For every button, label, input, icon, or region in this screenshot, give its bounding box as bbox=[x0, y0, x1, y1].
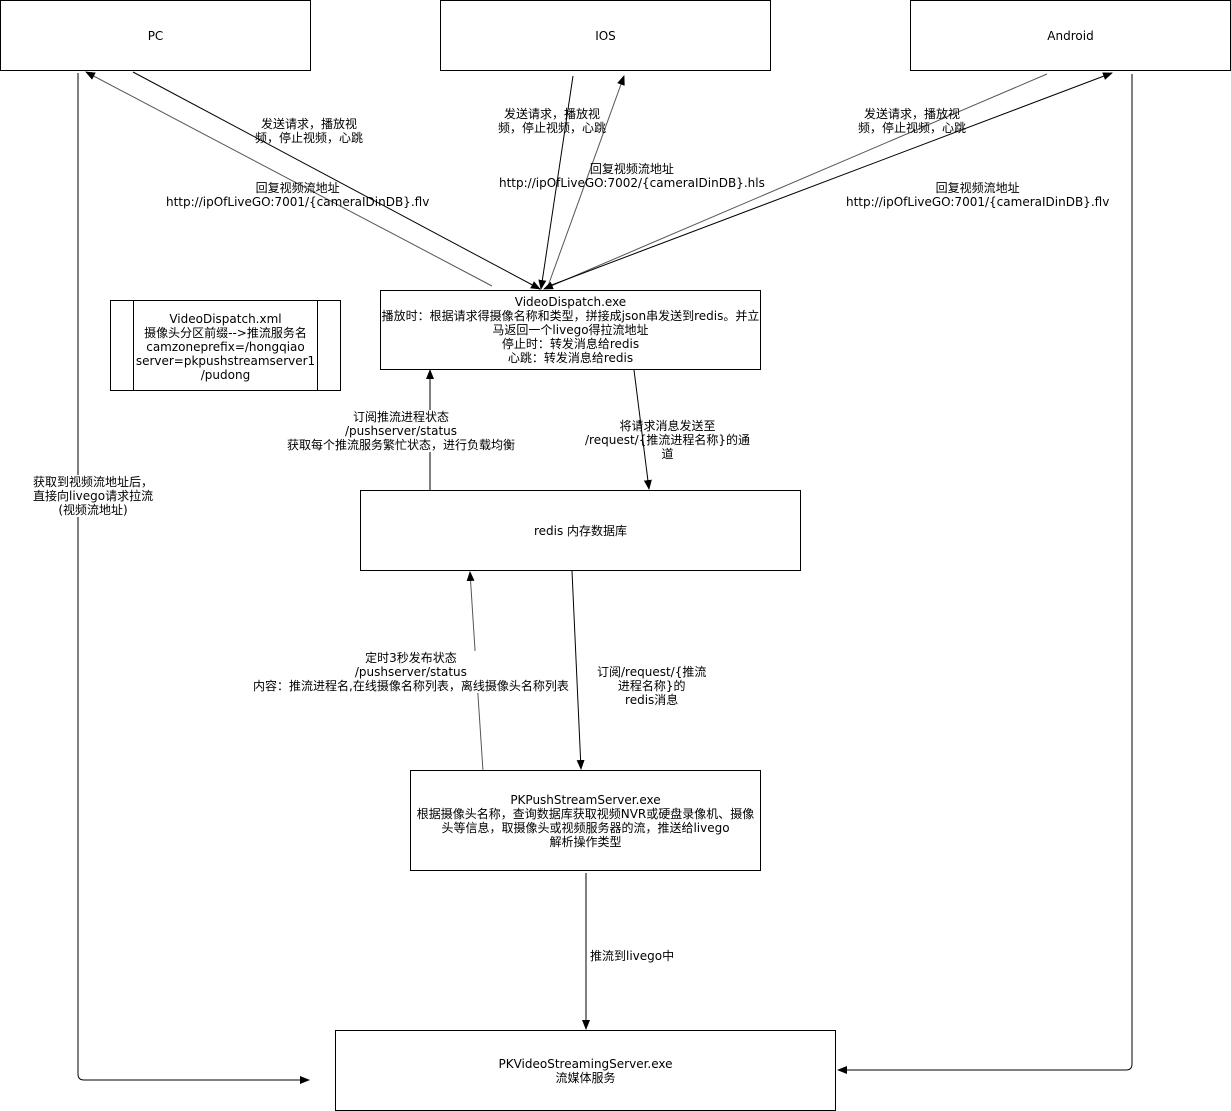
edge-push-to-redis bbox=[466, 571, 484, 772]
label-ios-send: 发送请求，播放视 频，停止视频，心跳 bbox=[498, 107, 607, 135]
streaming-line-1: PKVideoStreamingServer.exe bbox=[498, 1056, 673, 1071]
label-android-reply: 回复视频流地址 http://ipOfLiveGO:7001/{cameraID… bbox=[846, 181, 1110, 209]
node-redis-label: redis 内存数据库 bbox=[533, 524, 628, 538]
node-pc-label: PC bbox=[147, 28, 164, 43]
label-send-request: 将请求消息发送至 /request/{推流进程名称}的通 道 bbox=[585, 419, 750, 461]
node-pc: PC bbox=[0, 0, 311, 71]
node-ios-label: IOS bbox=[595, 28, 616, 43]
edge-dispatch-to-pc bbox=[85, 71, 493, 287]
dispatch-line-3: 马返回一个livego得拉流地址 bbox=[492, 323, 649, 337]
dispatch-line-1: VideoDispatch.exe bbox=[514, 295, 627, 309]
label-android-send: 发送请求，播放视 频，停止视频，心跳 bbox=[858, 107, 967, 135]
edge-android-to-streaming bbox=[837, 74, 1133, 1074]
label-client-pull: 获取到视频流地址后， 直接向livego请求拉流 (视频流地址) bbox=[33, 475, 154, 517]
push-line-2: 根据摄像头名称，查询数据库获取视频NVR或硬盘录像机、摄像 bbox=[416, 806, 755, 821]
node-dispatch-xml: VideoDispatch.xml 摄像头分区前缀-->推流服务名 camzon… bbox=[110, 300, 341, 391]
node-push-stream-server: PKPushStreamServer.exe 根据摄像头名称，查询数据库获取视频… bbox=[410, 770, 761, 871]
label-pc-send: 发送请求，播放视 频，停止视频，心跳 bbox=[255, 117, 364, 145]
push-line-4: 解析操作类型 bbox=[549, 834, 622, 849]
node-redis: redis 内存数据库 bbox=[360, 490, 801, 571]
label-ios-reply: 回复视频流地址 http://ipOfLiveGO:7002/{cameraID… bbox=[499, 162, 765, 190]
xml-line-5: /pudong bbox=[200, 368, 251, 382]
node-video-streaming-server: PKVideoStreamingServer.exe 流媒体服务 bbox=[335, 1030, 836, 1111]
push-line-1: PKPushStreamServer.exe bbox=[510, 792, 661, 807]
label-subscribe-status: 订阅推流进程状态 /pushserver/status 获取每个推流服务繁忙状态… bbox=[287, 410, 516, 452]
label-subscribe-request: 订阅/request/{推流 进程名称}的 redis消息 bbox=[597, 665, 707, 707]
edge-dispatch-to-redis bbox=[633, 369, 652, 490]
push-line-3: 头等信息，取摄像头或视频服务器的流，推送给livego bbox=[441, 820, 730, 835]
edge-redis-to-push bbox=[571, 570, 585, 770]
edge-ios-to-dispatch bbox=[538, 75, 574, 290]
edge-pc-to-streaming bbox=[77, 73, 310, 1084]
label-publish-status: 定时3秒发布状态 /pushserver/status 内容：推流进程名,在线摄… bbox=[253, 651, 569, 693]
edge-pc-to-dispatch bbox=[132, 71, 541, 290]
dispatch-line-5: 心跳：转发消息给redis bbox=[507, 351, 634, 365]
label-pc-reply: 回复视频流地址 http://ipOfLiveGO:7001/{cameraID… bbox=[166, 181, 430, 209]
xml-line-4: server=pkpushstreamserver1 bbox=[135, 354, 316, 368]
xml-line-2: 摄像头分区前缀-->推流服务名 bbox=[144, 326, 307, 340]
node-android-label: Android bbox=[1047, 28, 1094, 43]
node-video-dispatch: VideoDispatch.exe 播放时：根据请求得摄像名称和类型，拼接成js… bbox=[380, 290, 761, 370]
edge-dispatch-to-ios bbox=[547, 75, 625, 287]
dispatch-line-4: 停止时：转发消息给redis bbox=[501, 337, 640, 351]
label-push-livego: 推流到livego中 bbox=[590, 949, 675, 963]
node-ios: IOS bbox=[440, 0, 771, 71]
xml-line-1: VideoDispatch.xml bbox=[169, 312, 282, 326]
dispatch-line-2: 播放时：根据请求得摄像名称和类型，拼接成json串发送到redis。并立 bbox=[381, 309, 760, 323]
edge-android-to-dispatch bbox=[543, 73, 1048, 290]
streaming-line-2: 流媒体服务 bbox=[555, 1070, 616, 1085]
edge-dispatch-to-android bbox=[548, 72, 1113, 287]
xml-line-3: camzoneprefix=/hongqiao bbox=[146, 340, 305, 354]
node-android: Android bbox=[910, 0, 1231, 71]
